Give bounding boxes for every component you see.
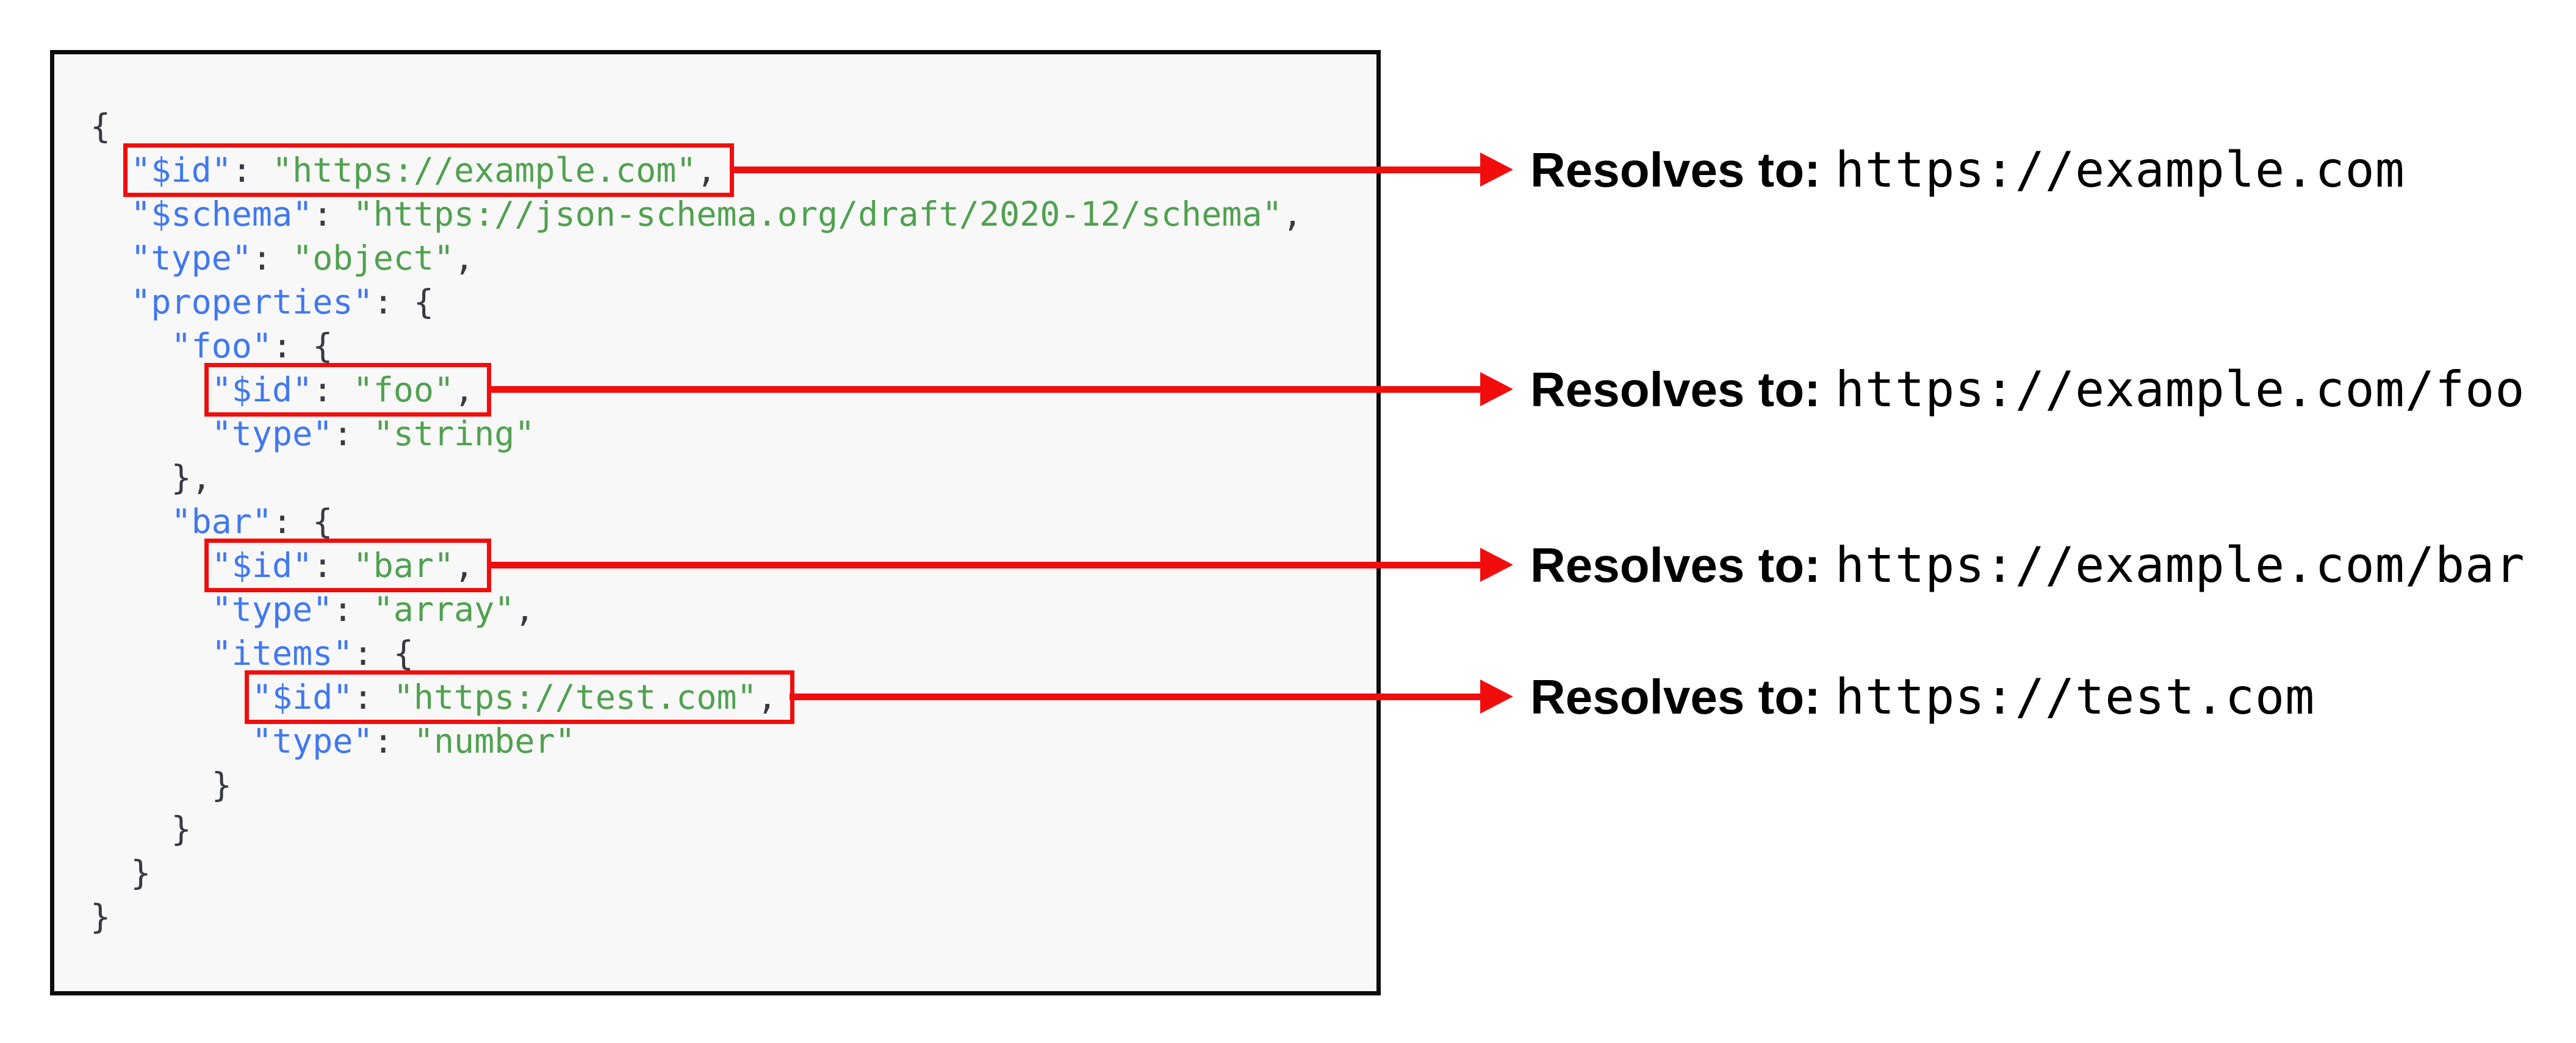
code-token: } xyxy=(90,897,111,936)
code-token: "bar" xyxy=(171,502,273,541)
code-line: } xyxy=(90,851,1376,895)
code-line: "type": "array", xyxy=(90,587,1376,631)
code-token: , xyxy=(514,590,535,629)
code-token: : xyxy=(312,195,353,234)
code-token: : { xyxy=(272,326,333,365)
code-token: "type" xyxy=(131,238,252,278)
code-line: "items": { xyxy=(90,631,1376,675)
code-token: "$schema" xyxy=(131,195,313,234)
code-token: , xyxy=(454,546,475,585)
code-panel: { "$id": "https://example.com", "$schema… xyxy=(50,50,1381,995)
code-token: } xyxy=(171,809,192,848)
code-token: }, xyxy=(171,458,212,497)
code-line: "type": "object", xyxy=(90,236,1376,280)
code-token: "https://json-schema.org/draft/2020-12/s… xyxy=(353,195,1283,234)
code-token: : xyxy=(373,722,414,761)
code-token: "number" xyxy=(413,722,575,761)
code-token: "type" xyxy=(211,414,333,453)
code-token: : xyxy=(333,590,373,629)
annotation-label: Resolves to: xyxy=(1530,538,1821,592)
code-token: "array" xyxy=(373,590,515,629)
code-token: : { xyxy=(373,282,434,321)
code-line: "bar": { xyxy=(90,500,1376,543)
annotation-label: Resolves to: xyxy=(1530,362,1821,417)
annotation: Resolves to: https://test.com xyxy=(1530,664,2315,731)
annotation-label: Resolves to: xyxy=(1530,670,1821,724)
code-token: : xyxy=(333,414,373,453)
highlight-box: "$id": "foo", xyxy=(212,370,475,409)
code-token: "$id" xyxy=(211,370,313,409)
annotation-value: https://example.com/foo xyxy=(1835,361,2525,418)
code-token: "string" xyxy=(373,414,535,453)
code-line: { xyxy=(90,104,1376,148)
code-line: } xyxy=(90,807,1376,851)
arrow-icon xyxy=(487,548,1513,582)
code-token: "$id" xyxy=(251,678,353,717)
annotation-value: https://example.com/bar xyxy=(1835,537,2525,593)
code-line: "properties": { xyxy=(90,280,1376,324)
code-token: , xyxy=(454,370,475,409)
code-line: "$schema": "https://json-schema.org/draf… xyxy=(90,192,1376,236)
annotation-label: Resolves to: xyxy=(1530,143,1821,197)
code-token: : { xyxy=(353,634,414,673)
code-token: "type" xyxy=(211,590,333,629)
code-token: "properties" xyxy=(131,282,373,321)
code-token: "type" xyxy=(251,722,373,761)
code-line: "type": "number" xyxy=(90,719,1376,763)
highlight-box: "$id": "bar", xyxy=(212,546,475,585)
code-token: , xyxy=(454,238,475,278)
code-token: } xyxy=(131,853,151,892)
annotation: Resolves to: https://example.com xyxy=(1530,137,2405,204)
code-token: "object" xyxy=(292,238,455,278)
code-token: , xyxy=(757,678,777,717)
code-line: }, xyxy=(90,456,1376,500)
code-token: , xyxy=(696,151,717,190)
code-token: , xyxy=(1282,195,1303,234)
code-token: "foo" xyxy=(171,326,273,365)
code-line: } xyxy=(90,763,1376,807)
code-token: "bar" xyxy=(353,546,455,585)
code-block: { "$id": "https://example.com", "$schema… xyxy=(54,54,1376,939)
code-token: "$id" xyxy=(211,546,313,585)
code-token: { xyxy=(90,107,111,146)
annotation: Resolves to: https://example.com/bar xyxy=(1530,532,2525,599)
highlight-box: "$id": "https://example.com", xyxy=(131,151,716,190)
code-token: : xyxy=(231,151,273,190)
code-line: "foo": { xyxy=(90,324,1376,368)
code-token: : xyxy=(251,238,293,278)
code-token: "https://test.com" xyxy=(393,678,757,717)
code-token: "items" xyxy=(211,634,353,673)
code-token: : { xyxy=(272,502,333,541)
arrow-icon xyxy=(487,372,1513,406)
code-line: "$id": "foo", xyxy=(90,368,1376,412)
code-token: } xyxy=(211,765,232,805)
code-token: : xyxy=(353,678,394,717)
highlight-box: "$id": "https://test.com", xyxy=(252,678,777,717)
code-token: : xyxy=(312,370,353,409)
code-token: "$id" xyxy=(131,151,232,190)
annotation: Resolves to: https://example.com/foo xyxy=(1530,356,2525,423)
annotation-value: https://test.com xyxy=(1835,668,2315,725)
code-line: "$id": "bar", xyxy=(90,543,1376,587)
code-line: "$id": "https://test.com", xyxy=(90,675,1376,719)
arrow-icon xyxy=(730,152,1513,187)
code-token: : xyxy=(312,546,353,585)
code-line: } xyxy=(90,895,1376,939)
code-token: "https://example.com" xyxy=(272,151,697,190)
code-line: "type": "string" xyxy=(90,412,1376,456)
code-token: "foo" xyxy=(353,370,455,409)
arrow-icon xyxy=(790,679,1513,714)
code-line: "$id": "https://example.com", xyxy=(90,148,1376,192)
annotation-value: https://example.com xyxy=(1835,142,2405,198)
